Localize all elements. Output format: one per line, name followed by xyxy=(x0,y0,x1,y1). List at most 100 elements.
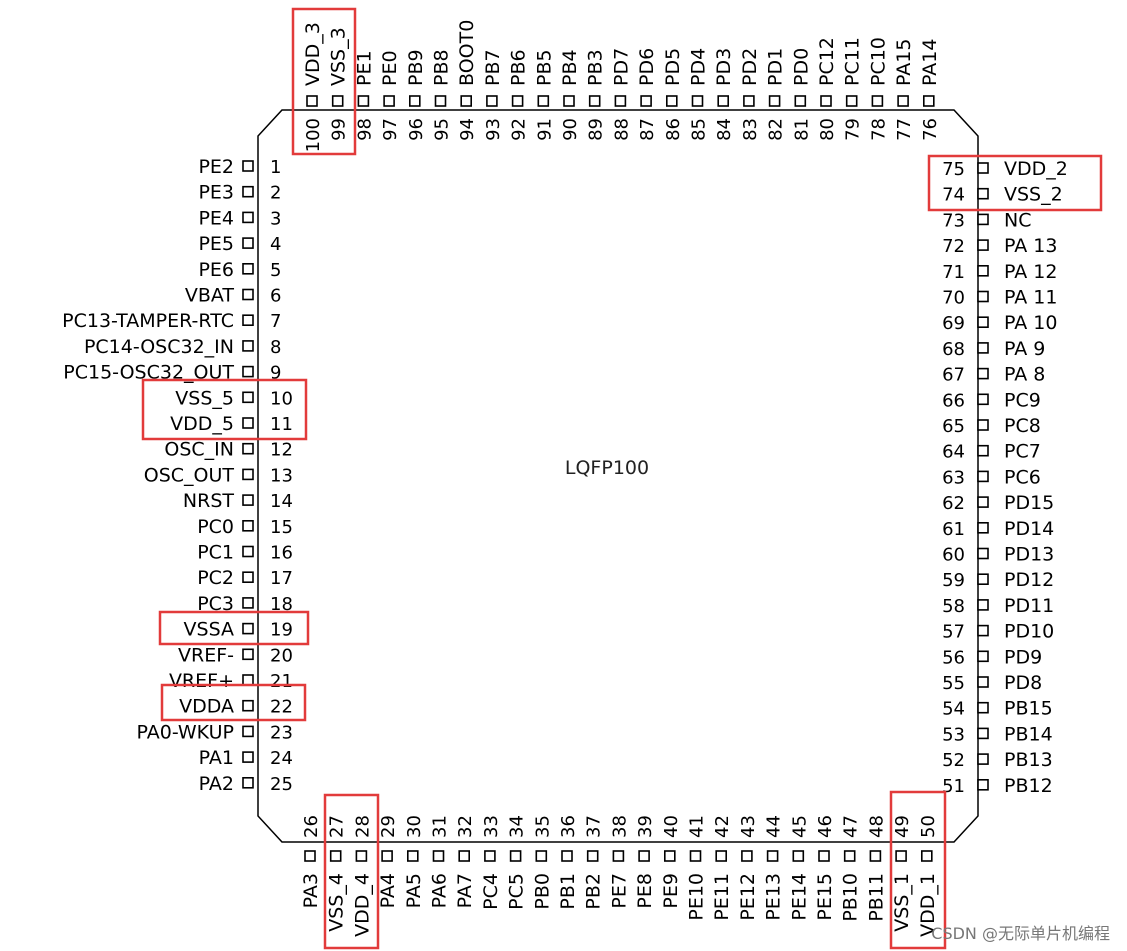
pin-number-68: 68 xyxy=(942,339,965,360)
pin-number-38: 38 xyxy=(609,815,630,838)
pin-pad-14 xyxy=(242,494,254,506)
pin-number-52: 52 xyxy=(942,750,965,771)
pin-name-pd6: PD6 xyxy=(636,48,658,86)
pin-pad-16 xyxy=(242,545,254,558)
pin-number-41: 41 xyxy=(687,815,708,838)
pin-number-18: 18 xyxy=(270,594,293,615)
pin-name-pb0: PB0 xyxy=(531,873,553,910)
pin-pad-95 xyxy=(434,95,447,107)
pin-pad-7 xyxy=(242,314,254,327)
pin-number-51: 51 xyxy=(942,776,965,797)
pin-name-pa-10: PA 10 xyxy=(1004,312,1057,334)
highlight-box-bottom-vss4-vdd4 xyxy=(323,793,380,950)
pin-name-vssa: VSSA xyxy=(184,619,234,641)
pin-number-46: 46 xyxy=(815,815,836,838)
pin-name-pc1: PC1 xyxy=(197,542,234,564)
pin-pad-29 xyxy=(381,850,393,862)
pin-name-pb5: PB5 xyxy=(533,49,555,86)
pin-name-pb2: PB2 xyxy=(583,873,605,910)
pin-pad-47 xyxy=(843,850,856,862)
pin-number-92: 92 xyxy=(509,118,530,141)
pin-number-36: 36 xyxy=(558,815,579,838)
pin-number-8: 8 xyxy=(270,337,281,358)
pin-name-pc0: PC0 xyxy=(197,516,234,538)
pin-number-88: 88 xyxy=(611,118,632,141)
pin-pad-66 xyxy=(977,393,989,406)
pin-name-pb14: PB14 xyxy=(1004,723,1053,745)
pin-pad-22 xyxy=(242,699,254,712)
pin-pad-59 xyxy=(977,573,989,586)
pin-name-pa0-wkup: PA0-WKUP xyxy=(136,721,234,743)
highlight-box-bottom-vss1-vdd1 xyxy=(889,790,947,950)
pin-pad-79 xyxy=(845,95,858,107)
pin-pad-36 xyxy=(561,850,573,862)
pin-number-17: 17 xyxy=(270,568,293,589)
pin-number-53: 53 xyxy=(942,724,965,745)
pin-name-pb11: PB11 xyxy=(865,873,887,922)
highlight-box-left-vdda xyxy=(160,683,307,722)
pin-pad-43 xyxy=(741,850,753,862)
pin-number-42: 42 xyxy=(712,815,733,838)
pin-number-1: 1 xyxy=(270,157,281,178)
pin-pad-70 xyxy=(977,290,989,303)
pin-pad-25 xyxy=(242,776,254,789)
pin-pad-41 xyxy=(689,850,702,862)
pin-number-43: 43 xyxy=(738,815,759,838)
pin-name-pe13: PE13 xyxy=(763,873,785,921)
pin-name-pc9: PC9 xyxy=(1004,389,1041,411)
pin-pad-68 xyxy=(977,342,989,354)
pin-name-pe1: PE1 xyxy=(353,50,375,86)
pin-number-67: 67 xyxy=(942,365,965,386)
pin-number-25: 25 xyxy=(270,774,293,795)
pin-pad-55 xyxy=(977,676,989,688)
pin-name-pd13: PD13 xyxy=(1004,544,1054,566)
pin-number-97: 97 xyxy=(380,118,401,141)
pin-name-osc-in: OSC_IN xyxy=(164,439,234,461)
pin-name-pc2: PC2 xyxy=(197,567,234,589)
pin-name-pa1: PA1 xyxy=(199,747,234,769)
pin-name-pc11: PC11 xyxy=(842,37,864,86)
pin-name-pa15: PA15 xyxy=(893,39,915,86)
pin-pad-51 xyxy=(977,778,989,791)
pin-number-6: 6 xyxy=(270,286,281,307)
pin-name-pe3: PE3 xyxy=(198,182,234,204)
pin-pad-60 xyxy=(977,547,989,560)
pin-number-12: 12 xyxy=(270,440,293,461)
pin-pad-53 xyxy=(977,727,989,740)
pin-name-pd4: PD4 xyxy=(688,48,710,86)
pin-pad-69 xyxy=(977,316,989,329)
pin-name-pd7: PD7 xyxy=(610,48,632,86)
pin-name-pe5: PE5 xyxy=(198,233,234,255)
pin-pad-9 xyxy=(242,365,254,378)
pin-number-81: 81 xyxy=(791,118,812,141)
pin-pad-19 xyxy=(242,622,254,635)
pin-number-59: 59 xyxy=(942,570,965,591)
pin-number-74: 74 xyxy=(942,185,965,206)
pin-pad-28 xyxy=(355,850,368,862)
pin-pad-84 xyxy=(717,95,730,107)
pin-pad-52 xyxy=(977,753,989,765)
pin-pad-31 xyxy=(432,850,445,862)
pin-name-vdd-5: VDD_5 xyxy=(170,413,234,435)
pin-pad-39 xyxy=(638,850,650,862)
pin-pad-35 xyxy=(535,850,548,862)
pin-number-75: 75 xyxy=(942,159,965,180)
pin-name-pc8: PC8 xyxy=(1004,415,1041,437)
pin-pad-37 xyxy=(586,850,599,862)
pin-name-vss-4: VSS_4 xyxy=(326,873,348,932)
pin-name-pb15: PB15 xyxy=(1004,698,1053,720)
pin-pad-78 xyxy=(871,95,884,107)
pin-pad-77 xyxy=(897,95,909,107)
pin-name-pd11: PD11 xyxy=(1004,595,1054,617)
pin-name-pd5: PD5 xyxy=(662,48,684,86)
pin-name-vref: VREF+ xyxy=(169,670,234,692)
watermark: CSDN @无际单片机编程 xyxy=(931,924,1110,943)
pin-name-pd10: PD10 xyxy=(1004,621,1054,643)
pin-name-pc5: PC5 xyxy=(506,873,528,910)
pin-number-33: 33 xyxy=(481,815,502,838)
pin-number-79: 79 xyxy=(843,118,864,141)
pin-number-26: 26 xyxy=(301,815,322,838)
pin-number-93: 93 xyxy=(483,118,504,141)
pin-pad-98 xyxy=(357,95,370,107)
pin-name-osc-out: OSC_OUT xyxy=(144,464,235,486)
